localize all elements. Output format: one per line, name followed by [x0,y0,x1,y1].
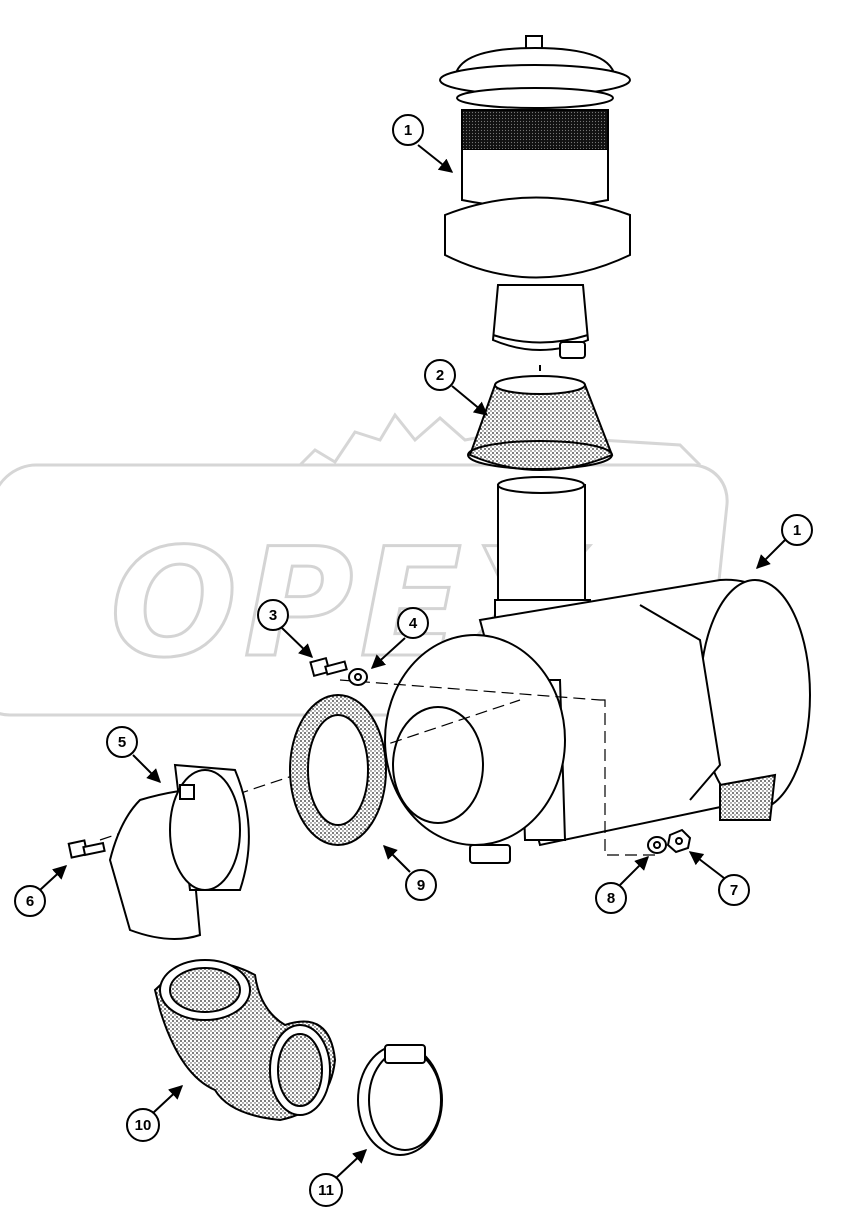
callout-label: 10 [135,1117,152,1134]
callout-11: 11 [309,1149,368,1207]
callout-label: 6 [26,893,34,910]
callout-3: 3 [257,599,314,658]
hose-clamp-part-11 [357,1044,443,1156]
callout-label: 5 [118,734,126,751]
callout-9: 9 [383,845,437,901]
callout-label: 3 [269,607,277,624]
callout-label: 1 [404,122,412,139]
gasket-part-9 [289,694,387,846]
callout-10: 10 [126,1085,184,1142]
callout-label: 8 [607,890,615,907]
callout-label: 7 [730,882,738,899]
callout-1-right: 1 [756,514,813,569]
callout-1-top: 1 [392,114,454,173]
elbow-flange-part-5 [108,763,250,940]
bolt-part-6 [67,839,106,859]
intake-pipe [494,476,591,623]
nut-part-7 [666,828,692,854]
callout-2: 2 [424,359,489,416]
callout-label: 9 [417,877,425,894]
callout-label: 1 [793,522,801,539]
callout-5: 5 [106,726,161,783]
callout-label: 2 [436,367,444,384]
rain-cap-cone [467,375,614,471]
callout-7: 7 [688,851,750,906]
callout-6: 6 [14,865,68,917]
callout-label: 4 [409,615,418,632]
washer-part-8 [647,836,667,854]
callout-4: 4 [370,607,429,669]
callout-label: 11 [318,1182,334,1199]
callout-8: 8 [595,856,649,914]
pre-cleaner-assembly [439,35,631,400]
rubber-elbow-part-10 [153,959,337,1122]
washer-part-4 [348,668,368,686]
bolt-part-3 [309,656,348,678]
